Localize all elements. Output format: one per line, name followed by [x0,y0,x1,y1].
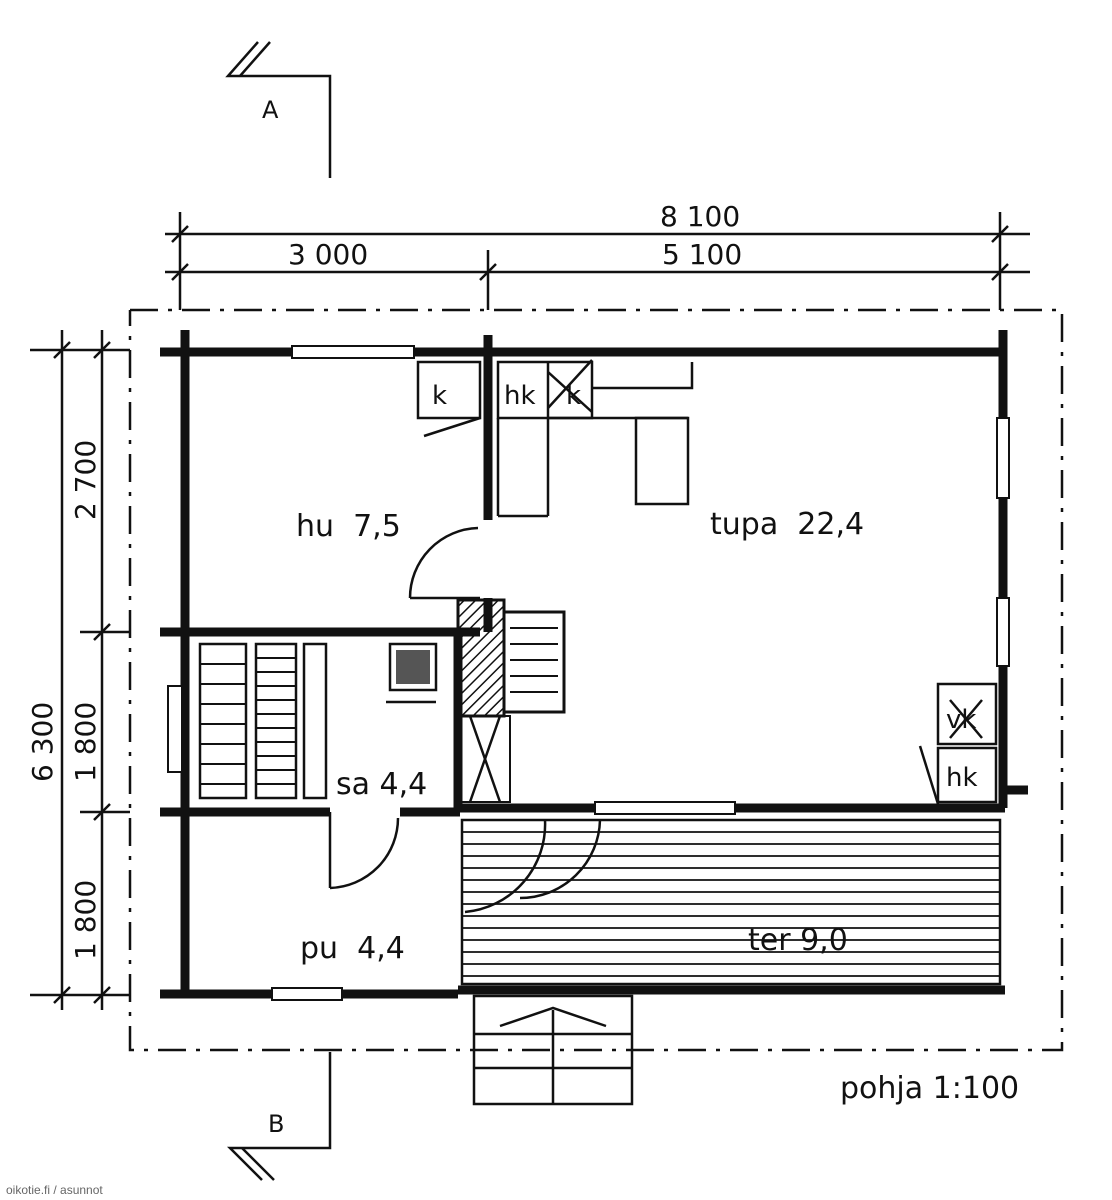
watermark: oikotie.fi / asunnot [6,1183,103,1197]
closet-label-hk1: hk [504,381,536,411]
section-mark-b: B [226,1052,332,1181]
room-label-pu: pu 4,4 [300,931,405,966]
closet-label-k1: k [432,381,447,411]
dim-overall-width: 8 100 [660,200,740,233]
sauna-benches [198,642,438,800]
doors [328,526,602,914]
left-dimensions: 6 300 2 700 1 800 1 800 [26,330,130,1010]
dim-upper-depth: 2 700 [69,440,102,520]
dim-middle-depth: 1 800 [69,702,102,782]
scale-note: pohja 1:100 [840,1071,1019,1106]
windows [167,345,1010,1001]
section-mark-a: A [225,41,332,178]
closet-label-k2: k [566,381,581,411]
roof-outline [128,308,1064,1052]
entrance-steps [472,994,634,1106]
outer-walls [160,330,1028,999]
room-label-tupa: tupa 22,4 [710,507,864,542]
dim-lower-depth: 1 800 [69,880,102,960]
room-label-hu: hu 7,5 [296,509,401,544]
section-label-b: B [268,1110,284,1138]
terrace-decking [458,818,1005,995]
room-label-ter: ter 9,0 [748,923,848,958]
dim-right-width: 5 100 [662,238,742,271]
closet-label-vk: vk [946,705,976,735]
dim-left-width: 3 000 [288,238,368,271]
room-label-sa: sa 4,4 [336,767,427,802]
section-label-a: A [262,96,279,124]
top-dimensions: 8 100 3 000 5 100 [165,200,1030,310]
interior-walls [180,352,493,994]
fixtures [416,359,998,805]
dim-overall-depth: 6 300 [26,702,59,782]
fireplace [456,598,566,803]
closet-label-hk2: hk [946,763,978,793]
